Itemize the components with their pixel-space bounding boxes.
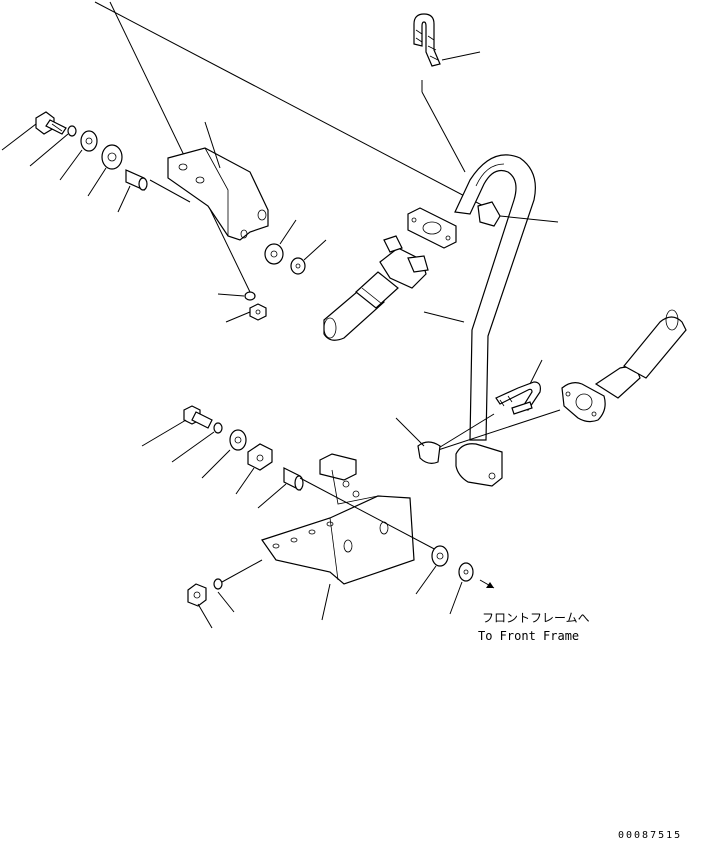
top-u-bolt bbox=[413, 13, 481, 173]
top-leader-lines bbox=[94, 1, 496, 293]
upper-bracket bbox=[167, 121, 269, 241]
upper-hose bbox=[323, 235, 429, 341]
upper-right-fasteners bbox=[217, 219, 327, 323]
right-pipe-flange bbox=[561, 382, 606, 423]
annotation-japanese: フロントフレームへ bbox=[482, 611, 590, 625]
lower-right-fasteners bbox=[415, 545, 474, 615]
drawing-number: 00087515 bbox=[618, 830, 682, 841]
upper-bolt bbox=[35, 111, 67, 135]
lower-fastener-set bbox=[141, 405, 304, 509]
upper-collar bbox=[125, 169, 148, 191]
right-hose bbox=[431, 309, 687, 453]
upper-spring-washer bbox=[67, 125, 77, 137]
upper-flat-washer bbox=[80, 130, 98, 152]
main-pipe bbox=[423, 154, 536, 441]
annotation-english: To Front Frame bbox=[478, 629, 579, 643]
direction-arrow-icon bbox=[479, 579, 495, 589]
lower-pipe-clamp bbox=[395, 417, 503, 487]
lower-bracket bbox=[261, 453, 441, 621]
upper-fastener-set bbox=[1, 111, 191, 213]
upper-rubber-mount bbox=[101, 144, 123, 170]
lower-left-fasteners bbox=[187, 559, 263, 629]
upper-pipe-clamp bbox=[477, 201, 559, 227]
upper-pipe-flange bbox=[407, 207, 457, 249]
right-u-bolt bbox=[495, 359, 543, 415]
